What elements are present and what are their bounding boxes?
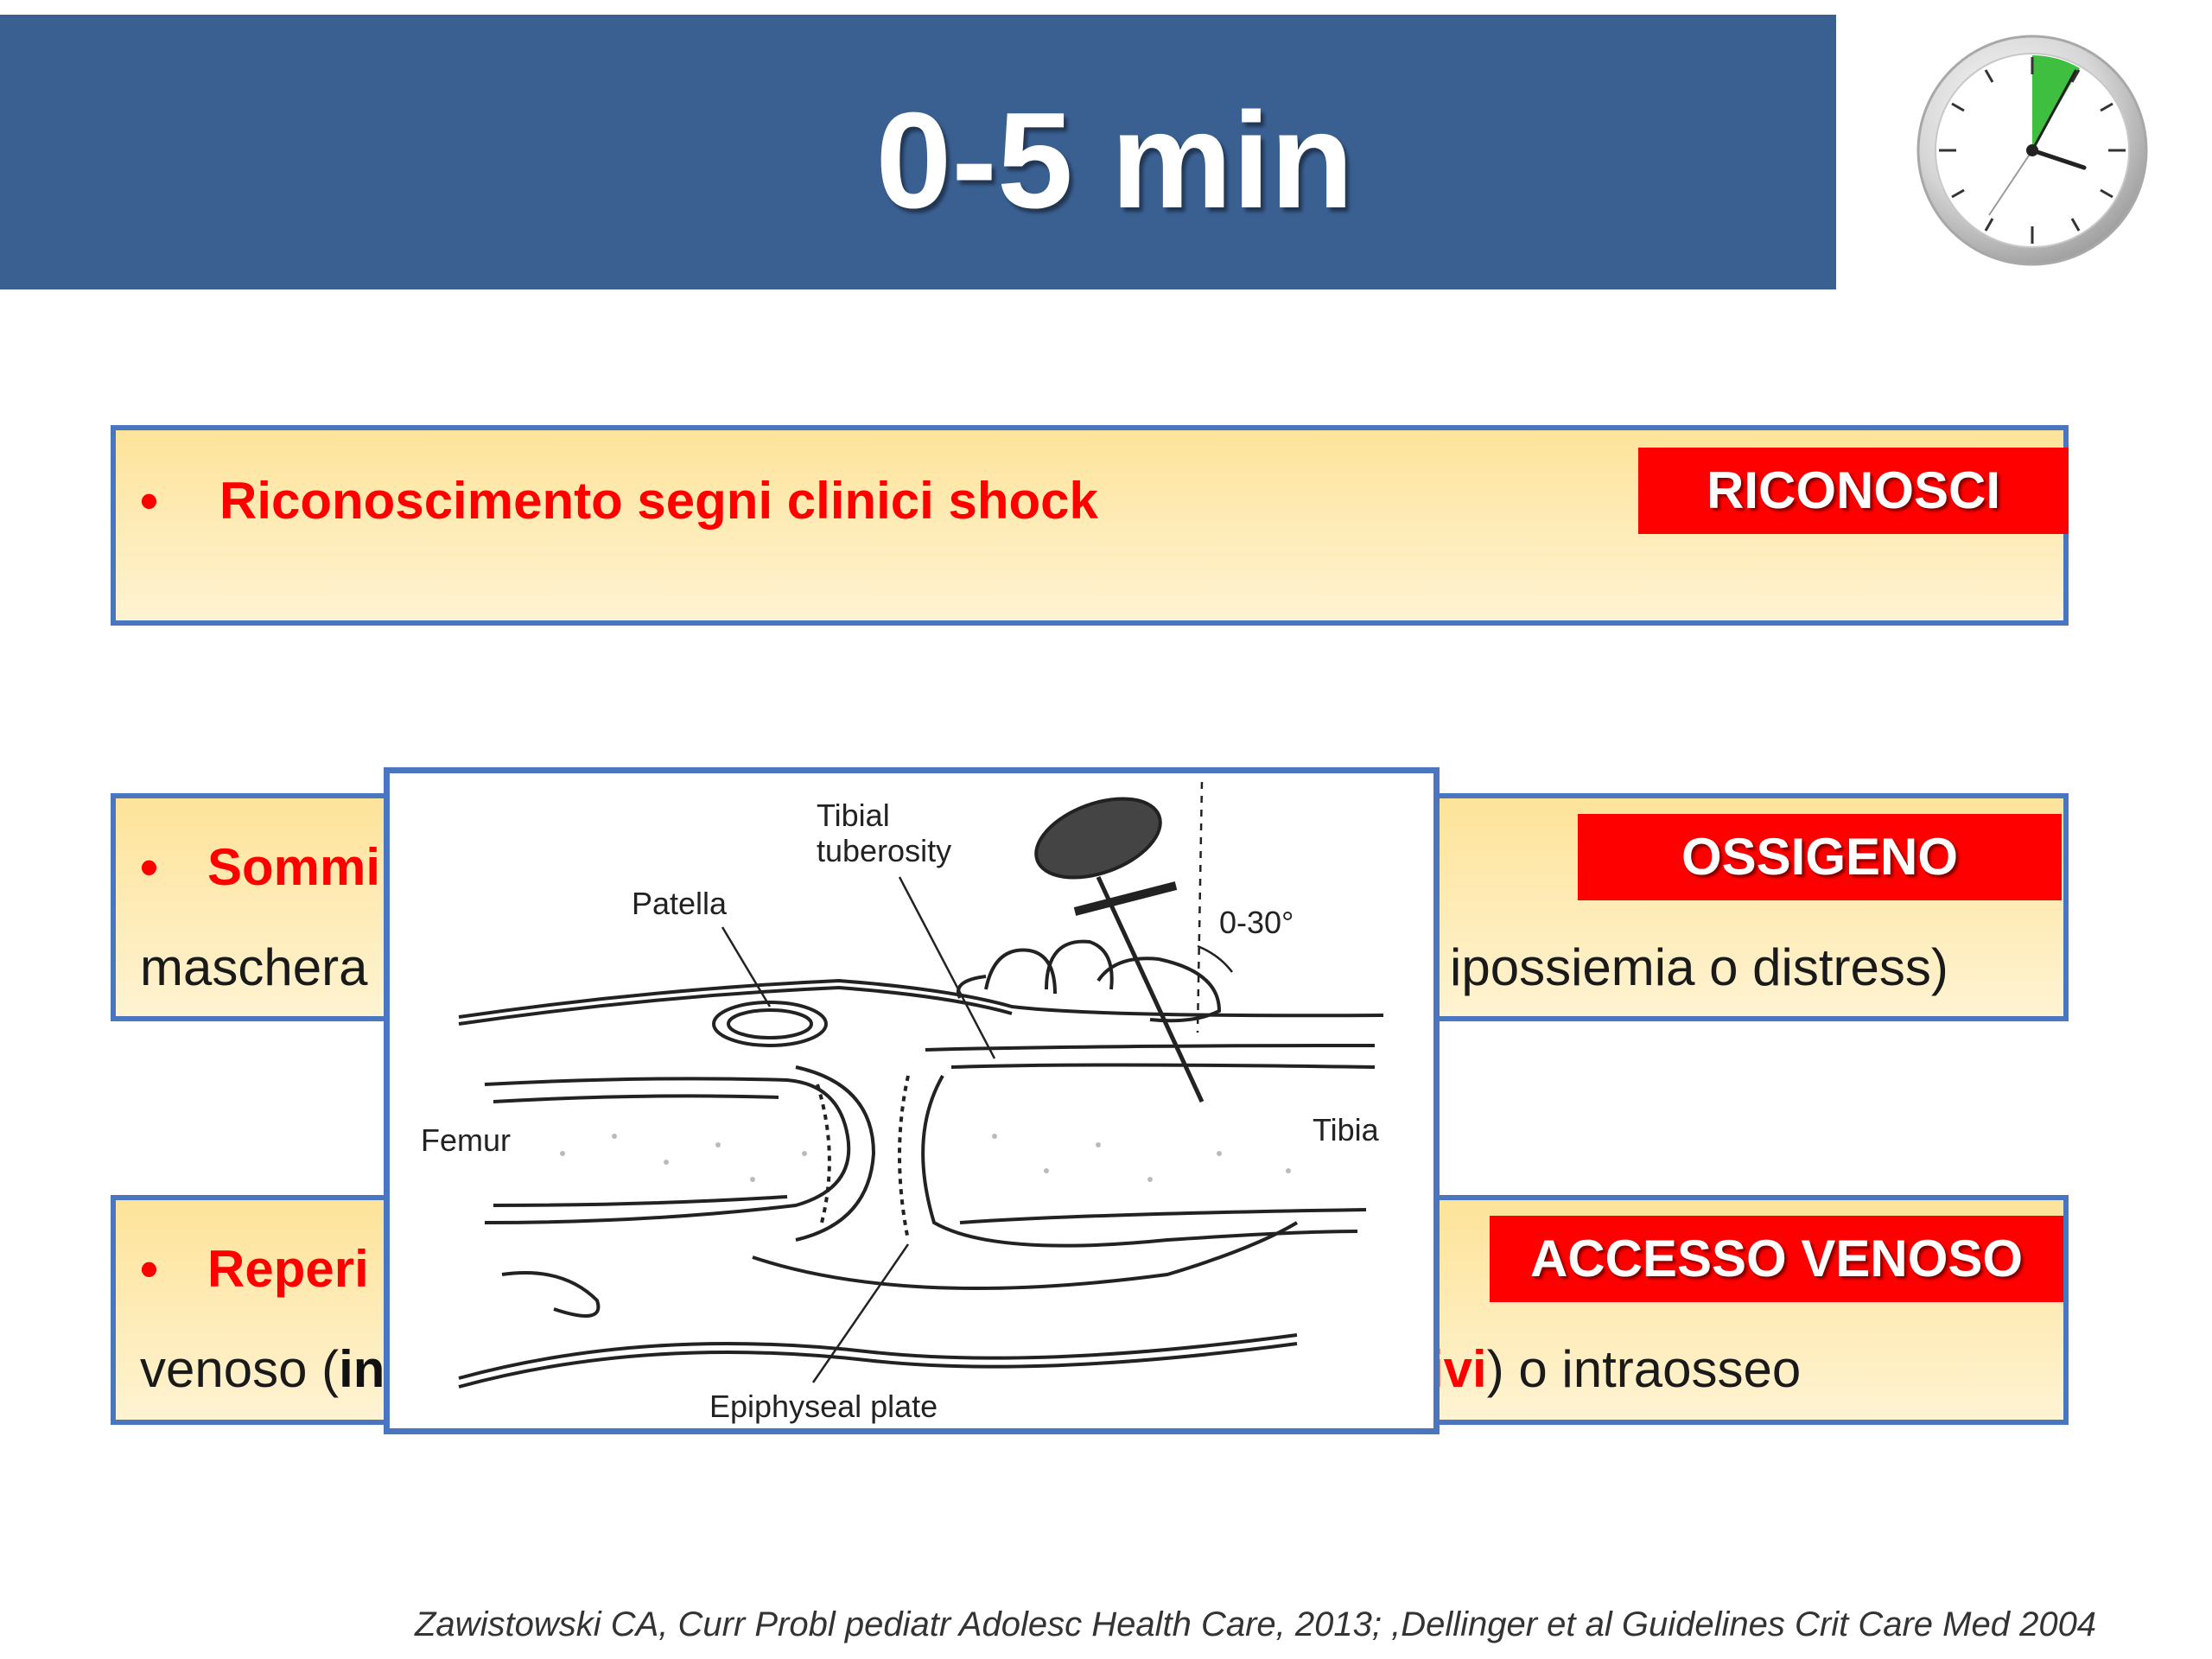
step-detail-left: maschera [140,938,368,996]
step-detail-bold: in [339,1340,385,1398]
step-recognize: • Riconoscimento segni clinici shock RICO… [111,425,2069,626]
label-tibial-tuberosity: Tibial tuberosity [817,798,952,869]
step-detail-right: ) o intraosseo [1486,1340,1802,1398]
intraosseous-diagram: Tibial tuberosity Patella 0-30° Femur Ti… [384,767,1440,1434]
label-tibia: Tibia [1313,1112,1379,1147]
citation: Zawistowski CA, Curr Probl pediatr Adole… [415,1605,2097,1643]
stopwatch-icon [1911,29,2153,271]
label-epiphyseal-plate: Epiphyseal plate [709,1389,938,1424]
step-detail-left: venoso ( [140,1340,340,1398]
bullet: • [140,1240,159,1298]
step-detail-right: ipossiemia o distress) [1450,938,1948,996]
step-text: Sommi [207,838,381,896]
bullet: • [140,472,159,530]
step-text: Reperi [207,1240,369,1298]
tag-riconosci: RICONOSCI [1638,448,2069,534]
slide-title: 0-5 min [875,85,1354,237]
step-text: Riconoscimento segni clinici shock [219,472,1098,530]
bullet: • [140,838,159,896]
label-angle: 0-30° [1219,905,1294,940]
knee-illustration [458,781,1384,1389]
tag-ossigeno: OSSIGENO [1578,814,2062,900]
title-banner: 0-5 min [0,15,1836,289]
tag-accesso-venoso: ACCESSO VENOSO [1490,1216,2063,1302]
label-femur: Femur [421,1122,512,1158]
label-patella: Patella [632,886,728,921]
